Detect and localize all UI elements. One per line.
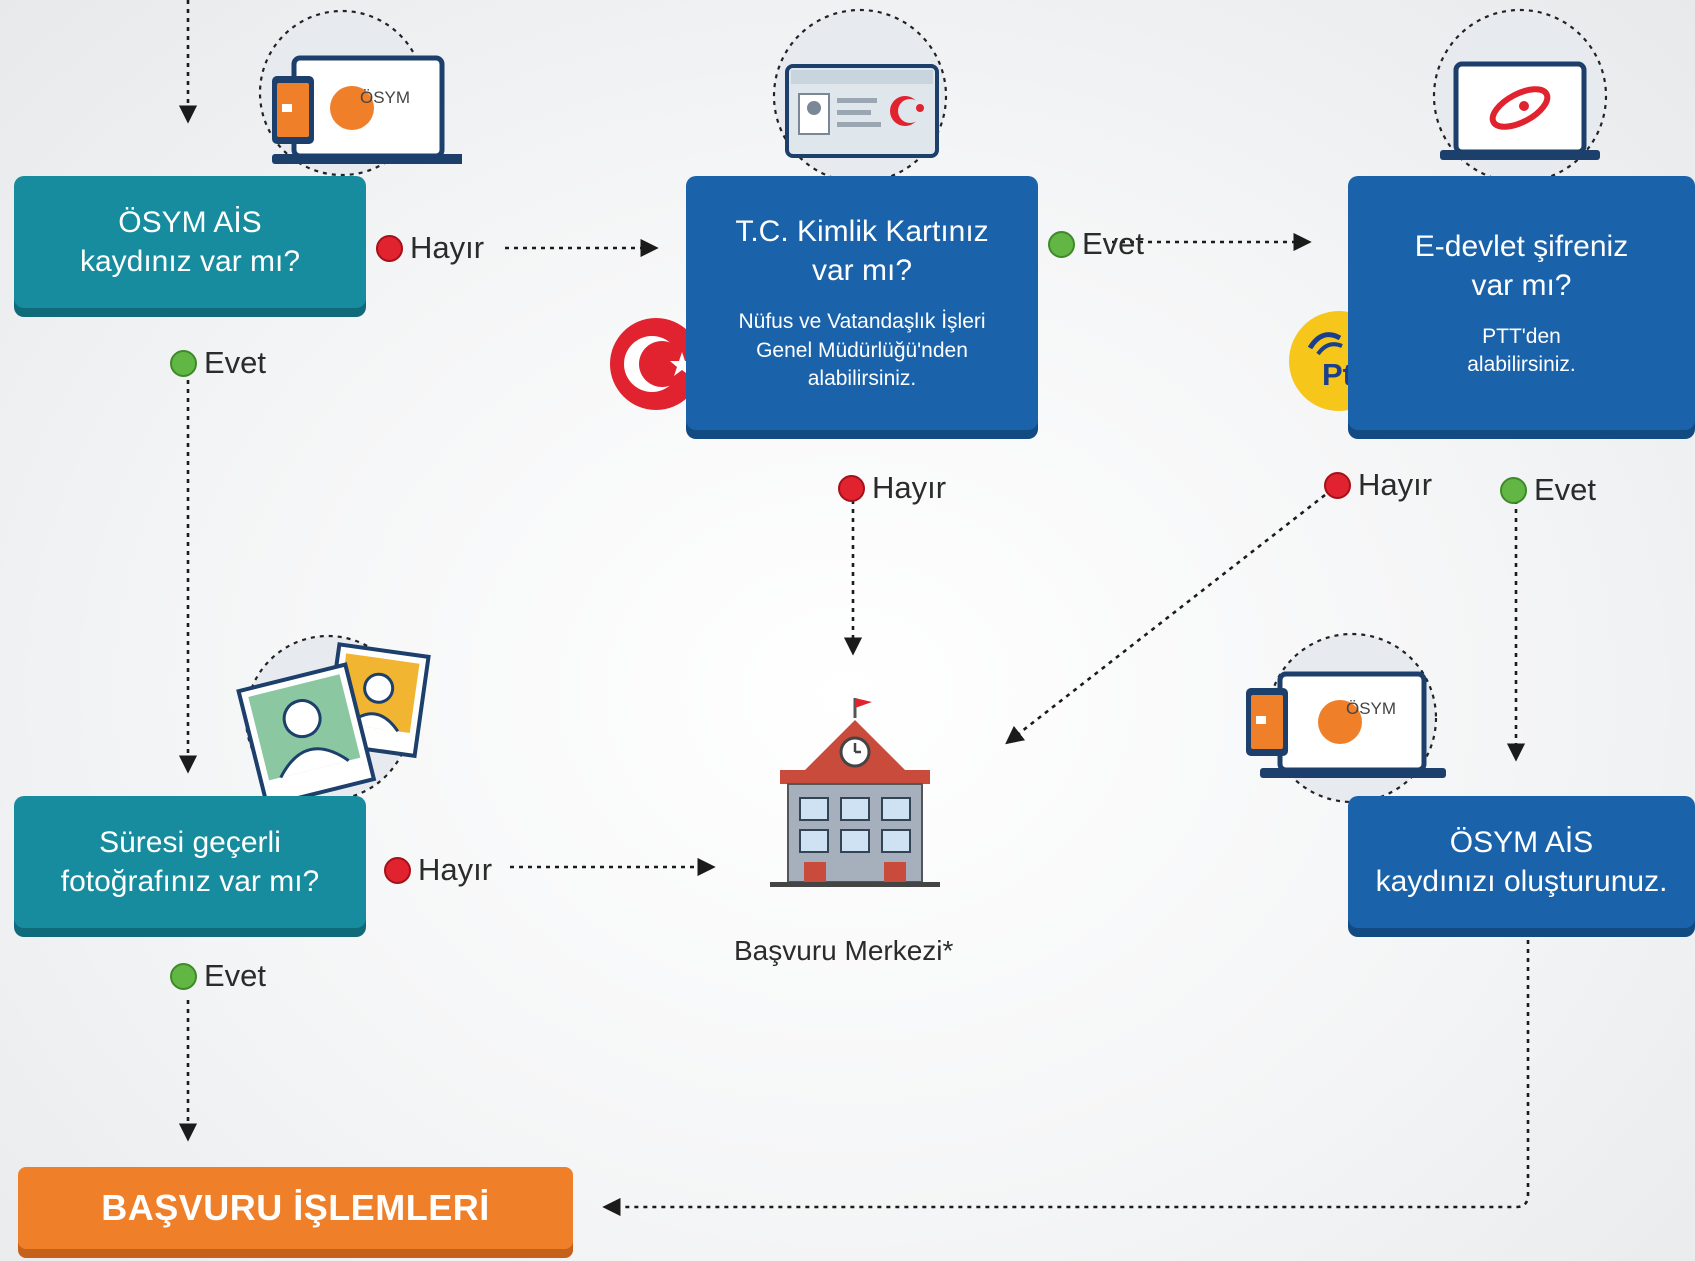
edevlet-question-box: E-devlet şifreniz var mı? PTT'den alabil… bbox=[1348, 176, 1695, 430]
turkish-flag-icon bbox=[610, 318, 702, 410]
laptop-tablet-osym-icon: ÖSYM bbox=[258, 9, 462, 177]
photo-question-box: Süresi geçerli fotoğrafınız var mı? bbox=[14, 796, 366, 928]
school-building-icon bbox=[770, 698, 940, 887]
tc-yes-label: Evet bbox=[1048, 226, 1144, 262]
svg-text:ÖSYM: ÖSYM bbox=[360, 88, 410, 107]
laptop-tablet-osym-icon: ÖSYM bbox=[1246, 632, 1446, 804]
yes-text: Evet bbox=[204, 345, 267, 380]
basvuru-merkezi-caption: Başvuru Merkezi* bbox=[734, 935, 954, 966]
photo-question-text: Süresi geçerli fotoğrafınız var mı? bbox=[60, 826, 320, 898]
arrow-edevlet-no-to-center bbox=[1005, 493, 1326, 745]
green-dot-icon bbox=[1500, 476, 1527, 504]
osym-ais-question-text: ÖSYM AİS kaydınız var mı? bbox=[79, 206, 301, 278]
create-ais-text: ÖSYM AİS kaydınızı oluşturunuz. bbox=[1375, 826, 1668, 898]
tc-card-question-text: T.C. Kimlik Kartınız var mı? bbox=[735, 215, 989, 288]
edevlet-yes-label: Evet bbox=[1500, 472, 1596, 508]
basvuru-islemleri-text: BAŞVURU İŞLEMLERİ bbox=[101, 1186, 490, 1228]
arrow-create-to-basvuru bbox=[602, 940, 1530, 1217]
yes-text: Evet bbox=[1082, 226, 1145, 261]
basvuru-islemleri-box: BAŞVURU İŞLEMLERİ bbox=[18, 1167, 573, 1249]
photo-yes-label: Evet bbox=[170, 958, 266, 994]
yes-text: Evet bbox=[204, 958, 267, 993]
red-dot-icon bbox=[838, 474, 865, 502]
edevlet-no-label: Hayır bbox=[1324, 467, 1432, 503]
green-dot-icon bbox=[170, 349, 197, 377]
red-dot-icon bbox=[384, 856, 411, 884]
tc-no-label: Hayır bbox=[838, 470, 946, 506]
red-dot-icon bbox=[376, 234, 403, 262]
no-text: Hayır bbox=[410, 230, 485, 265]
tc-card-hint-text: Nüfus ve Vatandaşlık İşleri Genel Müdürl… bbox=[738, 310, 986, 391]
edevlet-question-text: E-devlet şifreniz var mı? bbox=[1414, 229, 1629, 302]
yes-text: Evet bbox=[1534, 472, 1597, 507]
photos-icon bbox=[236, 634, 431, 805]
red-dot-icon bbox=[1324, 471, 1351, 499]
id-card-icon bbox=[772, 8, 948, 183]
edevlet-hint-text: PTT'den alabilirsiniz. bbox=[1467, 324, 1576, 376]
svg-text:ÖSYM: ÖSYM bbox=[1346, 699, 1396, 718]
photo-no-label: Hayır bbox=[384, 852, 492, 888]
green-dot-icon bbox=[170, 962, 197, 990]
osym-ais-question-box: ÖSYM AİS kaydınız var mı? bbox=[14, 176, 366, 308]
no-text: Hayır bbox=[1358, 467, 1433, 502]
laptop-edevlet-icon bbox=[1432, 8, 1608, 183]
no-text: Hayır bbox=[418, 852, 493, 887]
green-dot-icon bbox=[1048, 230, 1075, 258]
osym-no-label: Hayır bbox=[376, 230, 484, 266]
no-text: Hayır bbox=[872, 470, 947, 505]
create-ais-box: ÖSYM AİS kaydınızı oluşturunuz. bbox=[1348, 796, 1695, 928]
osym-yes-label: Evet bbox=[170, 345, 266, 381]
tc-card-question-box: T.C. Kimlik Kartınız var mı? Nüfus ve Va… bbox=[686, 176, 1038, 430]
